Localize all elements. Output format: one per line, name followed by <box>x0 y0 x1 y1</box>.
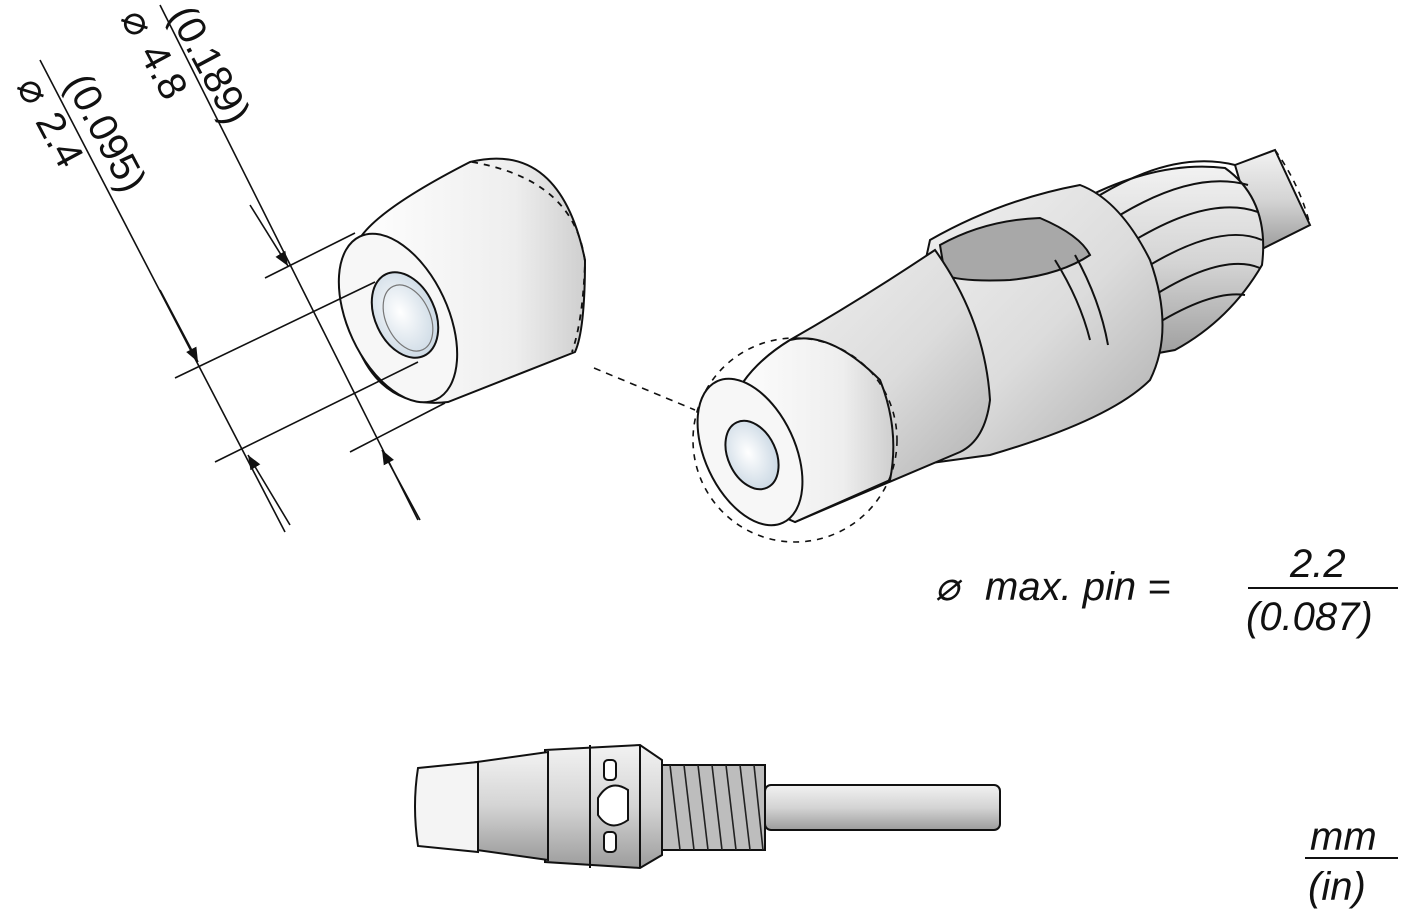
side-thread <box>659 764 766 851</box>
svg-text:⌀: ⌀ <box>8 70 58 112</box>
diameter-symbol: ⌀ <box>8 70 58 112</box>
diameter-symbol: ⌀ <box>112 2 162 44</box>
detail-leader <box>593 367 696 411</box>
units-legend: mm (in) <box>1305 815 1398 909</box>
pin-value-mm: 2.2 <box>1289 542 1346 586</box>
nozzle-bore <box>724 419 780 491</box>
units-top: mm <box>1310 815 1377 859</box>
detail-circle <box>692 337 898 543</box>
outer-dimension-label: ⌀ 4.8 (0.189) <box>112 0 259 131</box>
side-tip <box>414 760 479 854</box>
pin-spec: ⌀ max. pin = 2.2 (0.087) <box>935 542 1398 639</box>
tip-detail <box>337 157 587 404</box>
nozzle-notch <box>938 216 1092 282</box>
units-bottom: (in) <box>1308 865 1366 909</box>
dimension-lines <box>39 4 446 533</box>
pin-value-in: (0.087) <box>1246 595 1373 639</box>
tip-bore <box>370 271 440 359</box>
inner-dimension-label: ⌀ 2.4 (0.095) <box>8 67 155 200</box>
nozzle-side-view <box>414 743 1001 870</box>
nozzle-isometric <box>692 148 1312 543</box>
side-shaft <box>764 784 1001 831</box>
pin-label: max. pin = <box>985 565 1171 609</box>
pin-diameter-symbol: ⌀ <box>935 565 963 609</box>
svg-text:⌀: ⌀ <box>112 2 162 44</box>
